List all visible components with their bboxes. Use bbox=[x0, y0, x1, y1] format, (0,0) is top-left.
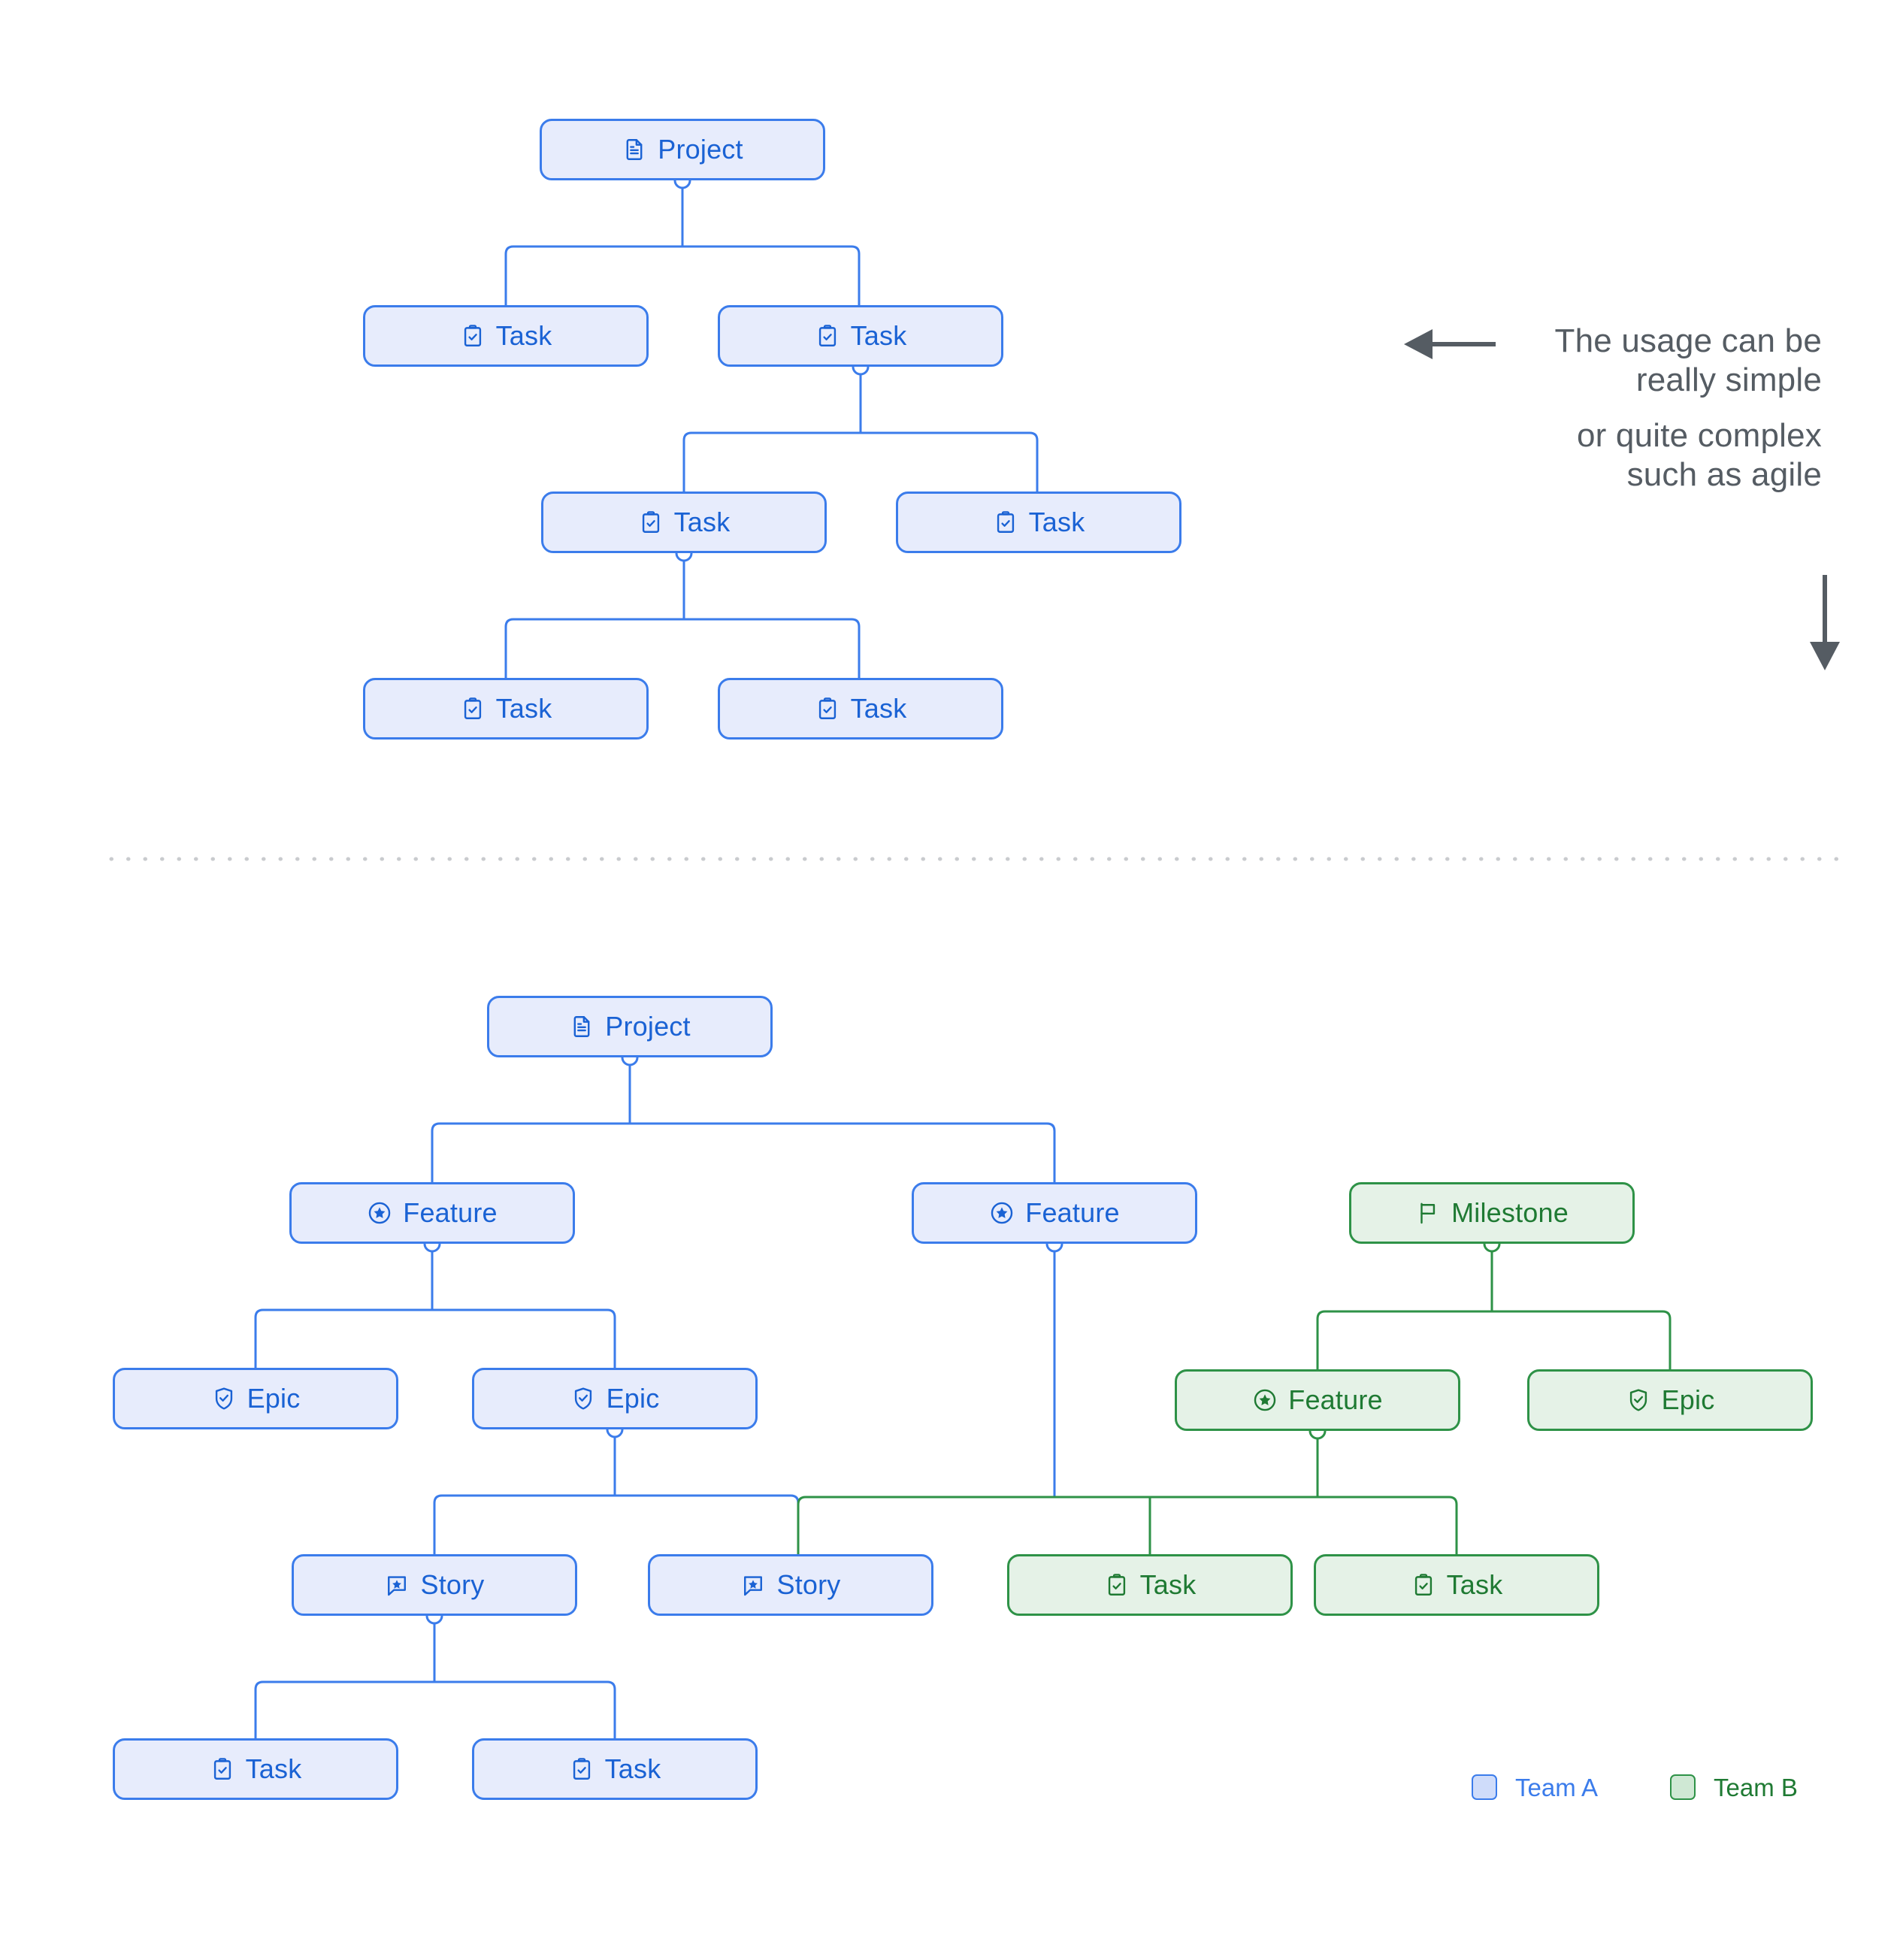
annotation-line-3: or quite complex bbox=[1576, 416, 1822, 454]
annotation-line-2: really simple bbox=[1635, 361, 1822, 398]
story-bubble-icon bbox=[384, 1572, 410, 1598]
clipboard-check-icon bbox=[569, 1756, 594, 1782]
node-label: Feature bbox=[1288, 1384, 1383, 1415]
node-b-task-b2[interactable]: Task bbox=[472, 1738, 758, 1800]
clipboard-check-icon bbox=[210, 1756, 235, 1782]
shield-check-icon bbox=[1626, 1387, 1651, 1413]
node-b-story-1[interactable]: Story bbox=[292, 1554, 577, 1616]
star-circle-icon bbox=[367, 1200, 392, 1226]
node-b-task-b1[interactable]: Task bbox=[113, 1738, 398, 1800]
node-label: Task bbox=[495, 693, 552, 724]
annotation-line-4: such as agile bbox=[1626, 455, 1822, 493]
legend-team-a[interactable]: Team A bbox=[1472, 1774, 1598, 1800]
node-label: Task bbox=[495, 320, 552, 351]
shield-check-icon bbox=[211, 1386, 237, 1411]
legend-team-b[interactable]: Team B bbox=[1670, 1774, 1798, 1800]
node-b-epic-2[interactable]: Epic bbox=[472, 1368, 758, 1429]
annotation-line-1: The usage can be bbox=[1554, 322, 1822, 359]
node-b-task-g1[interactable]: Task bbox=[1007, 1554, 1293, 1616]
node-b-feature-2[interactable]: Feature bbox=[912, 1182, 1197, 1244]
node-b-milestone[interactable]: Milestone bbox=[1349, 1182, 1635, 1244]
clipboard-check-icon bbox=[638, 510, 664, 535]
clipboard-check-icon bbox=[993, 510, 1018, 535]
node-t-task-3[interactable]: Task bbox=[541, 492, 827, 553]
node-b-story-2[interactable]: Story bbox=[648, 1554, 933, 1616]
node-label: Epic bbox=[247, 1383, 301, 1414]
clipboard-check-icon bbox=[815, 323, 840, 349]
shield-check-icon bbox=[570, 1386, 596, 1411]
document-icon bbox=[622, 137, 647, 162]
node-label: Task bbox=[604, 1753, 661, 1784]
node-label: Epic bbox=[606, 1383, 660, 1414]
node-b-feature-3[interactable]: Feature bbox=[1175, 1369, 1460, 1431]
node-label: Project bbox=[658, 134, 743, 165]
node-b-epic-1[interactable]: Epic bbox=[113, 1368, 398, 1429]
node-b-epic-3[interactable]: Epic bbox=[1527, 1369, 1813, 1431]
node-label: Feature bbox=[1025, 1197, 1120, 1228]
legend-swatch-green bbox=[1670, 1774, 1696, 1800]
node-label: Task bbox=[673, 507, 731, 537]
node-label: Project bbox=[605, 1011, 691, 1042]
node-label: Epic bbox=[1661, 1384, 1715, 1415]
node-b-feature-1[interactable]: Feature bbox=[289, 1182, 575, 1244]
node-t-task-6[interactable]: Task bbox=[718, 678, 1003, 740]
node-t-task-2[interactable]: Task bbox=[718, 305, 1003, 367]
clipboard-check-icon bbox=[460, 696, 486, 721]
clipboard-check-icon bbox=[1104, 1572, 1130, 1598]
node-t-task-5[interactable]: Task bbox=[363, 678, 649, 740]
node-t-project[interactable]: Project bbox=[540, 119, 825, 180]
node-label: Milestone bbox=[1451, 1197, 1569, 1228]
node-t-task-4[interactable]: Task bbox=[896, 492, 1181, 553]
usage-annotation: The usage can be really simple or quite … bbox=[1341, 322, 1822, 495]
node-label: Task bbox=[1139, 1569, 1197, 1600]
node-label: Task bbox=[1446, 1569, 1503, 1600]
clipboard-check-icon bbox=[815, 696, 840, 721]
clipboard-check-icon bbox=[460, 323, 486, 349]
document-icon bbox=[569, 1014, 594, 1039]
story-bubble-icon bbox=[740, 1572, 766, 1598]
node-label: Feature bbox=[403, 1197, 498, 1228]
flag-icon bbox=[1415, 1200, 1441, 1226]
node-label: Story bbox=[420, 1569, 485, 1600]
legend-swatch-blue bbox=[1472, 1774, 1497, 1800]
node-label: Task bbox=[1028, 507, 1085, 537]
legend-label-team-b: Team B bbox=[1714, 1773, 1798, 1801]
clipboard-check-icon bbox=[1411, 1572, 1436, 1598]
node-label: Story bbox=[776, 1569, 841, 1600]
node-label: Task bbox=[850, 693, 907, 724]
star-circle-icon bbox=[1252, 1387, 1278, 1413]
star-circle-icon bbox=[989, 1200, 1015, 1226]
legend-label-team-a: Team A bbox=[1515, 1773, 1599, 1801]
node-b-task-g2[interactable]: Task bbox=[1314, 1554, 1599, 1616]
node-label: Task bbox=[245, 1753, 302, 1784]
node-t-task-1[interactable]: Task bbox=[363, 305, 649, 367]
node-label: Task bbox=[850, 320, 907, 351]
node-b-project[interactable]: Project bbox=[487, 996, 773, 1057]
